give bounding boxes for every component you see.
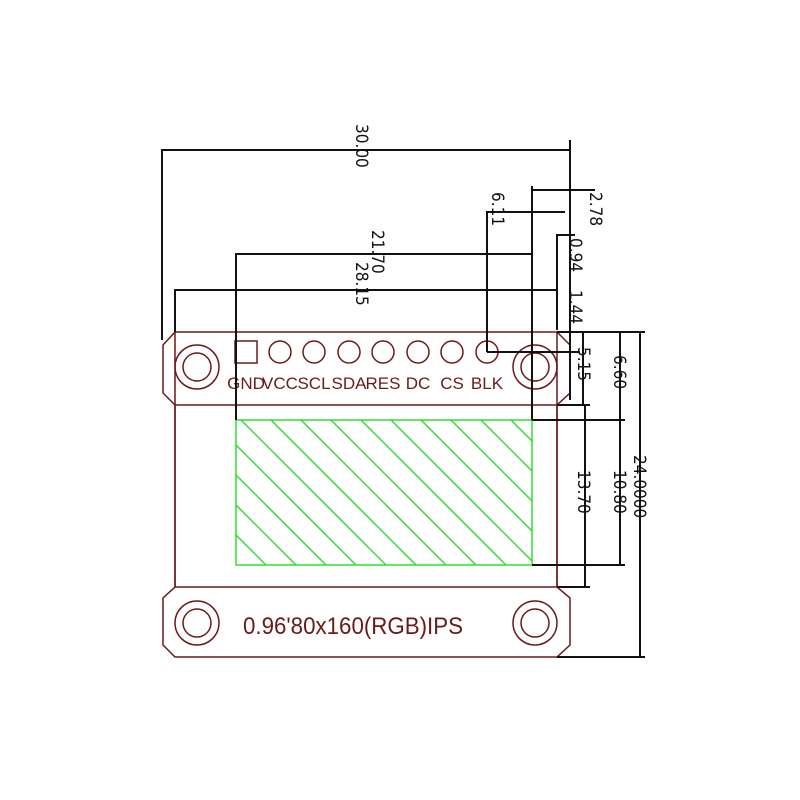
- dim-0-94: 0.94: [565, 238, 585, 272]
- module-label: 0.96'80x160(RGB)IPS: [243, 613, 463, 640]
- pin-label: SDA: [332, 374, 368, 393]
- hatch-line: [510, 419, 533, 442]
- dim-screen-height: 10.80: [609, 470, 629, 514]
- dim-overall-height: 24.0000: [629, 455, 649, 518]
- pin-pad: [337, 340, 361, 364]
- display-area: [235, 419, 533, 566]
- mounting-hole-bottom-left: [174, 600, 220, 646]
- hatch-line: [235, 474, 327, 566]
- hatch-line: [450, 419, 533, 502]
- pin-pad: [406, 340, 430, 364]
- dim-panel-height: 13.70: [573, 470, 593, 514]
- hatch-line: [420, 419, 533, 532]
- pin-gnd: GND: [227, 340, 265, 393]
- pin-pad: [268, 340, 292, 364]
- hatch-line: [235, 444, 357, 566]
- mounting-hole-bottom-right: [512, 600, 558, 646]
- dim-6-60: 6.60: [609, 355, 629, 389]
- hatch-line: [300, 419, 447, 566]
- pin-label: SCL: [297, 374, 330, 393]
- pin-label: BLK: [471, 374, 504, 393]
- dim-hole-offset: 2.78: [585, 192, 605, 226]
- dimension-labels: 30.00 21.70 28.15 6.11 2.78 0.94 1.44 5.…: [351, 124, 649, 518]
- hatch-line: [235, 534, 267, 566]
- hatch-line: [235, 504, 297, 566]
- pin-dc: DC: [406, 340, 431, 393]
- hatch-line: [390, 419, 533, 562]
- dim-panel-width: 28.15: [351, 262, 371, 306]
- hatch-line: [240, 419, 387, 566]
- dim-5-15: 5.15: [573, 347, 593, 381]
- hatch-line: [480, 419, 533, 472]
- pin-label: DC: [406, 374, 431, 393]
- pin-label: CS: [440, 374, 464, 393]
- hatch-line: [330, 419, 477, 566]
- pin-scl: SCL: [297, 340, 331, 393]
- pin-vcc: VCC: [262, 340, 298, 393]
- hatch-line: [270, 419, 417, 566]
- pin-sda: SDA: [332, 340, 368, 393]
- pin-label: RES: [366, 374, 401, 393]
- pin-label: GND: [227, 374, 265, 393]
- mounting-hole-top-left: [174, 344, 220, 390]
- pin-pad: [234, 340, 258, 364]
- dim-screen-width: 21.70: [367, 230, 387, 274]
- dimension-lines: [161, 140, 645, 658]
- pin-cs: CS: [440, 340, 464, 393]
- pin-pad: [371, 340, 395, 364]
- pin-pad: [302, 340, 326, 364]
- dim-overall-width: 30.00: [351, 124, 371, 168]
- dim-pin-offset: 6.11: [487, 192, 507, 226]
- pin-label: VCC: [262, 374, 298, 393]
- dim-1-44: 1.44: [565, 290, 585, 324]
- pin-pad: [440, 340, 464, 364]
- pin-res: RES: [366, 340, 401, 393]
- hatch-line: [360, 419, 507, 566]
